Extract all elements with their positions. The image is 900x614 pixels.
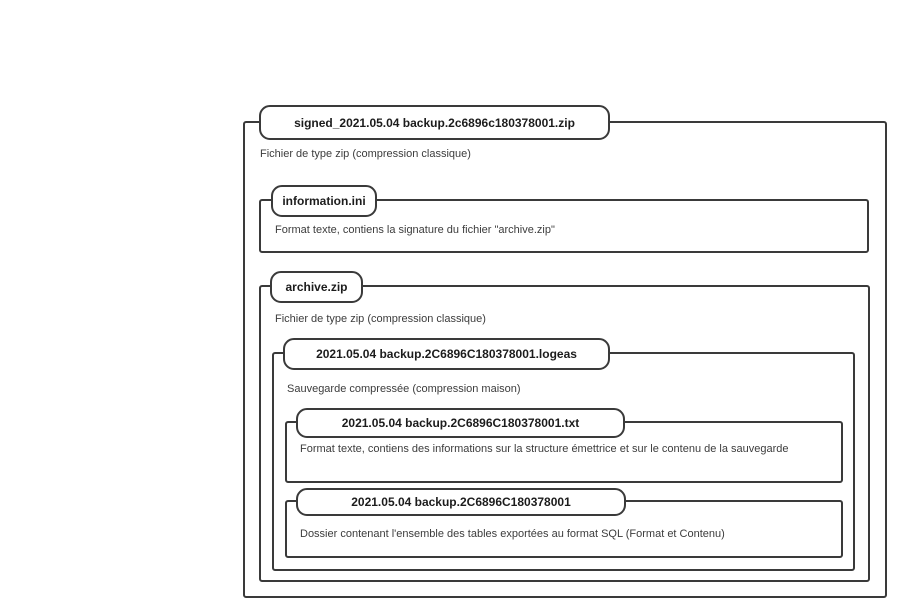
node-tab-backup-folder: 2021.05.04 backup.2C6896C180378001 (296, 488, 626, 516)
node-tab-archive-zip: archive.zip (270, 271, 363, 303)
node-label-archive-zip: archive.zip (285, 280, 348, 294)
node-box-information-ini (259, 199, 869, 253)
node-label-backup-folder: 2021.05.04 backup.2C6896C180378001 (351, 495, 571, 509)
node-tab-backup-txt: 2021.05.04 backup.2C6896C180378001.txt (296, 408, 625, 438)
node-label-backup-txt: 2021.05.04 backup.2C6896C180378001.txt (341, 416, 580, 430)
node-description-information-ini: Format texte, contiens la signature du f… (275, 224, 555, 236)
node-description-signed-zip: Fichier de type zip (compression classiq… (260, 148, 471, 160)
node-description-backup-folder: Dossier contenant l'ensemble des tables … (300, 528, 725, 540)
node-label-logeas: 2021.05.04 backup.2C6896C180378001.logea… (316, 347, 577, 361)
node-label-information-ini: information.ini (282, 194, 366, 208)
node-description-archive-zip: Fichier de type zip (compression classiq… (275, 313, 486, 325)
node-label-signed-zip: signed_2021.05.04 backup.2c6896c18037800… (294, 115, 575, 130)
node-tab-logeas: 2021.05.04 backup.2C6896C180378001.logea… (283, 338, 610, 370)
node-description-backup-txt: Format texte, contiens des informations … (300, 443, 789, 455)
node-tab-information-ini: information.ini (271, 185, 377, 217)
node-description-logeas: Sauvegarde compressée (compression maiso… (287, 383, 521, 395)
node-tab-signed-zip: signed_2021.05.04 backup.2c6896c18037800… (259, 105, 610, 140)
node-box-archive-zip (259, 285, 870, 582)
